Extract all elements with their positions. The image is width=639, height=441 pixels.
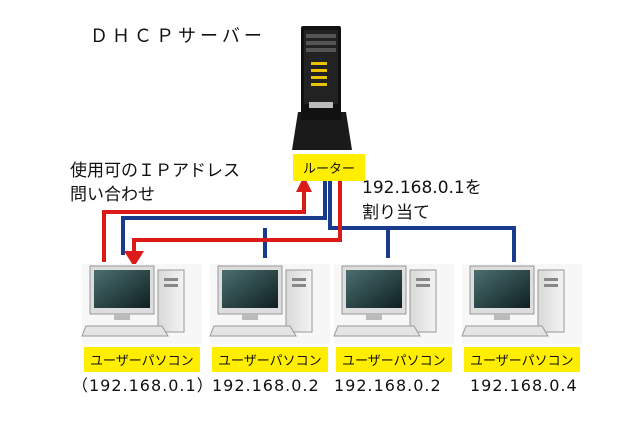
pc-ip-3: 192.168.0.2 (334, 376, 442, 395)
pc-label-3: ユーザーパソコン (336, 347, 452, 372)
pc-label-2: ユーザーパソコン (212, 347, 328, 372)
pc-ip-4: 192.168.0.4 (470, 376, 578, 395)
pc-icon-3 (333, 264, 454, 344)
pc-ip-2: 192.168.0.2 (212, 376, 320, 395)
assign-note-line2: 割り当て (362, 203, 430, 223)
request-note-line1: 使用可のＩＰアドレス (70, 161, 240, 181)
assign-note: 192.168.0.1を 割り当て (362, 176, 522, 226)
request-arrow (102, 176, 312, 262)
router-label: ルーター (293, 154, 366, 181)
request-note-line2: 問い合わせ (70, 185, 155, 205)
pc-icon-2 (209, 264, 330, 344)
pc-icon-1 (81, 264, 202, 344)
assign-note-line1: 192.168.0.1を (362, 178, 482, 198)
diagram-title: ＤＨＣＰサーバー (90, 26, 266, 47)
pc-label-4: ユーザーパソコン (464, 347, 580, 372)
assign-arrow (124, 175, 342, 267)
pc-ip-1: （192.168.0.1） (72, 376, 214, 395)
request-note: 使用可のＩＰアドレス 問い合わせ (70, 159, 270, 207)
pc-label-1: ユーザーパソコン (84, 347, 200, 372)
server-icon (292, 26, 352, 150)
pc-icon-4 (461, 264, 582, 344)
network-lines (121, 175, 516, 262)
